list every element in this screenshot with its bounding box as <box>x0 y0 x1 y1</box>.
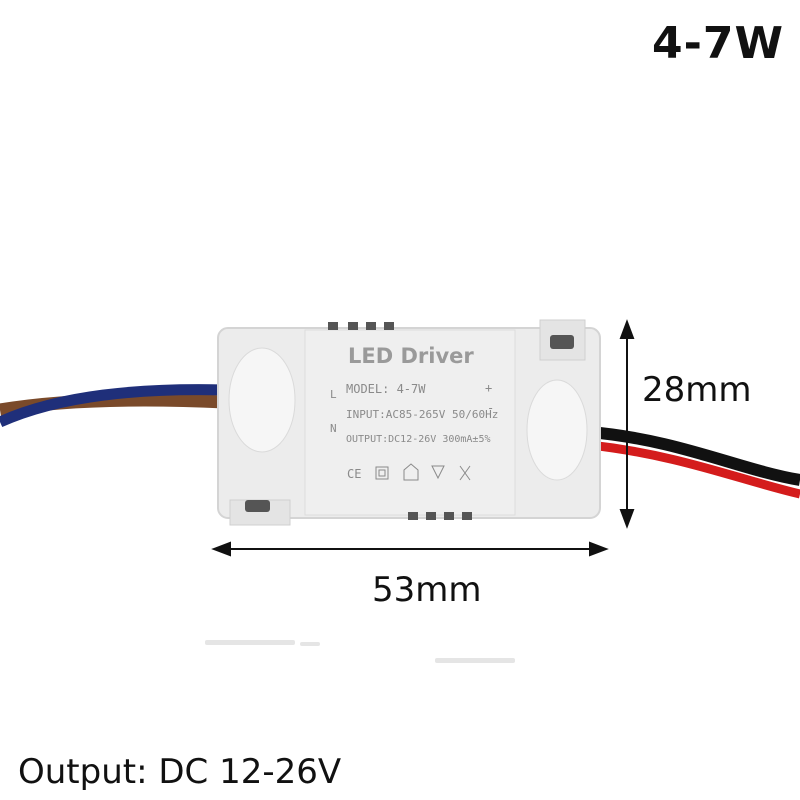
driver-output: OUTPUT:DC12-26V 300mA±5% <box>346 434 491 445</box>
width-label: 53mm <box>372 570 482 610</box>
weee-icon <box>459 465 471 481</box>
driver-model: MODEL: 4-7W <box>346 382 426 396</box>
blue-wire <box>0 384 226 428</box>
pin-n: N <box>330 422 337 435</box>
wattage-heading: 4-7W <box>652 18 785 69</box>
driver-housing: CE <box>217 319 601 526</box>
pin-minus: - <box>487 401 494 415</box>
width-dimension-arrow <box>211 541 609 557</box>
faint-smudge <box>205 640 515 663</box>
ce-mark: CE <box>347 467 361 481</box>
driver-input: INPUT:AC85-265V 50/60Hz <box>346 408 498 421</box>
pin-plus: + <box>485 381 492 395</box>
black-wire <box>589 426 800 486</box>
height-dimension-arrow <box>619 319 635 529</box>
f-mark-icon <box>431 465 445 480</box>
driver-title: LED Driver <box>348 344 474 368</box>
height-label: 28mm <box>642 370 752 410</box>
pin-l: L <box>330 388 337 401</box>
indoor-icon <box>403 463 419 481</box>
red-wire <box>589 440 800 499</box>
output-spec: Output: DC 12-26V <box>18 752 342 792</box>
